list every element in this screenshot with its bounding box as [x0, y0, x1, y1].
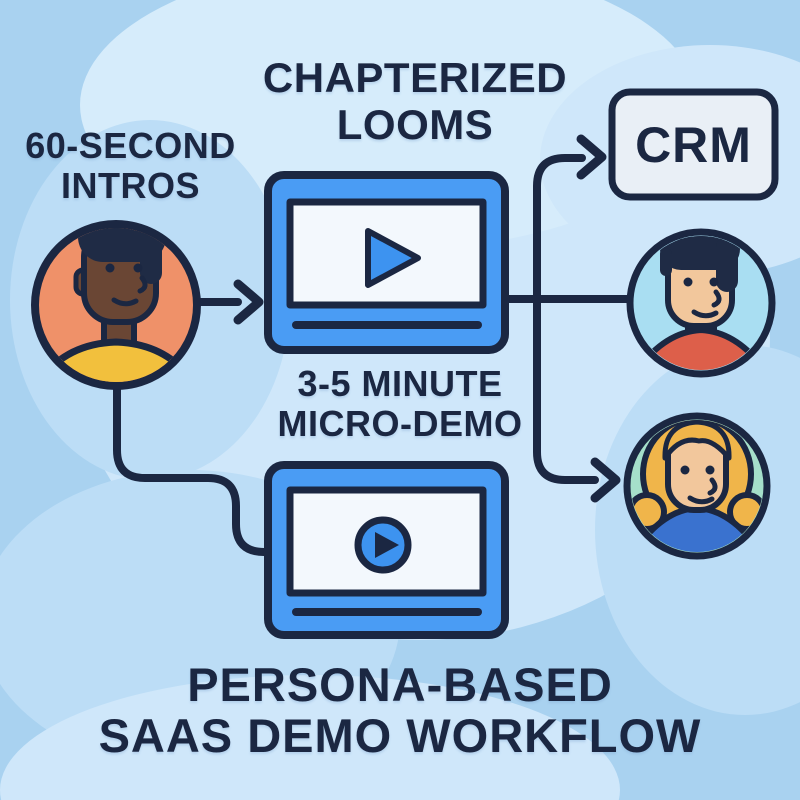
label-60-second-intros: 60-SECOND INTROS	[8, 125, 253, 207]
play-triangle-icon	[365, 228, 421, 288]
presenter-mouth	[111, 297, 139, 307]
persona1-eye-right	[709, 277, 719, 287]
label-micro-demo: 3-5 MINUTE MICRO-DEMO	[235, 363, 565, 445]
presenter-eye-right	[133, 263, 143, 273]
label-chapterized-looms-line2: LOOMS	[336, 101, 494, 149]
diagram-title-line1: PERSONA-BASED	[187, 658, 613, 711]
persona2-avatar	[623, 412, 771, 560]
persona1-nose	[711, 289, 722, 308]
persona1-avatar	[626, 228, 776, 378]
persona2-nose	[707, 477, 718, 496]
diagram-title: PERSONA-BASED SAAS DEMO WORKFLOW	[30, 658, 770, 762]
persona2-mouth	[687, 495, 715, 505]
arrow-junction-to-persona2-head	[590, 457, 621, 503]
line-presenter-to-video2	[113, 382, 272, 556]
presenter-avatar	[31, 220, 201, 390]
video-player-1	[264, 171, 509, 354]
play-circle-triangle	[375, 532, 399, 558]
label-micro-demo-line1: 3-5 MINUTE	[297, 363, 503, 404]
presenter-eye-left	[105, 263, 115, 273]
persona2-bangs	[662, 420, 732, 461]
label-60-second-intros-line1: 60-SECOND	[25, 125, 236, 166]
video-player-2	[264, 461, 509, 639]
label-60-second-intros-line2: INTROS	[60, 165, 200, 207]
arrow-intros-to-video1-head	[233, 279, 264, 325]
crm-box	[608, 88, 779, 201]
arrow-junction-to-crm	[533, 154, 586, 303]
connector-lines	[113, 134, 635, 556]
presenter-nose	[137, 275, 148, 294]
arrow-junction-to-crm-head	[576, 134, 607, 180]
persona1-eye-left	[683, 277, 693, 287]
arrow-junction-to-persona2	[533, 295, 599, 484]
label-micro-demo-line2: MICRO-DEMO	[277, 403, 523, 445]
persona2-eye-right	[705, 465, 715, 475]
persona2-eye-left	[680, 465, 690, 475]
persona1-mouth	[691, 309, 719, 319]
crm-box-label: CRM	[635, 116, 752, 173]
label-chapterized-looms-line1: CHAPTERIZED	[262, 54, 568, 101]
label-chapterized-looms: CHAPTERIZED LOOMS	[210, 54, 620, 148]
diagram-title-line2: SAAS DEMO WORKFLOW	[98, 708, 702, 762]
